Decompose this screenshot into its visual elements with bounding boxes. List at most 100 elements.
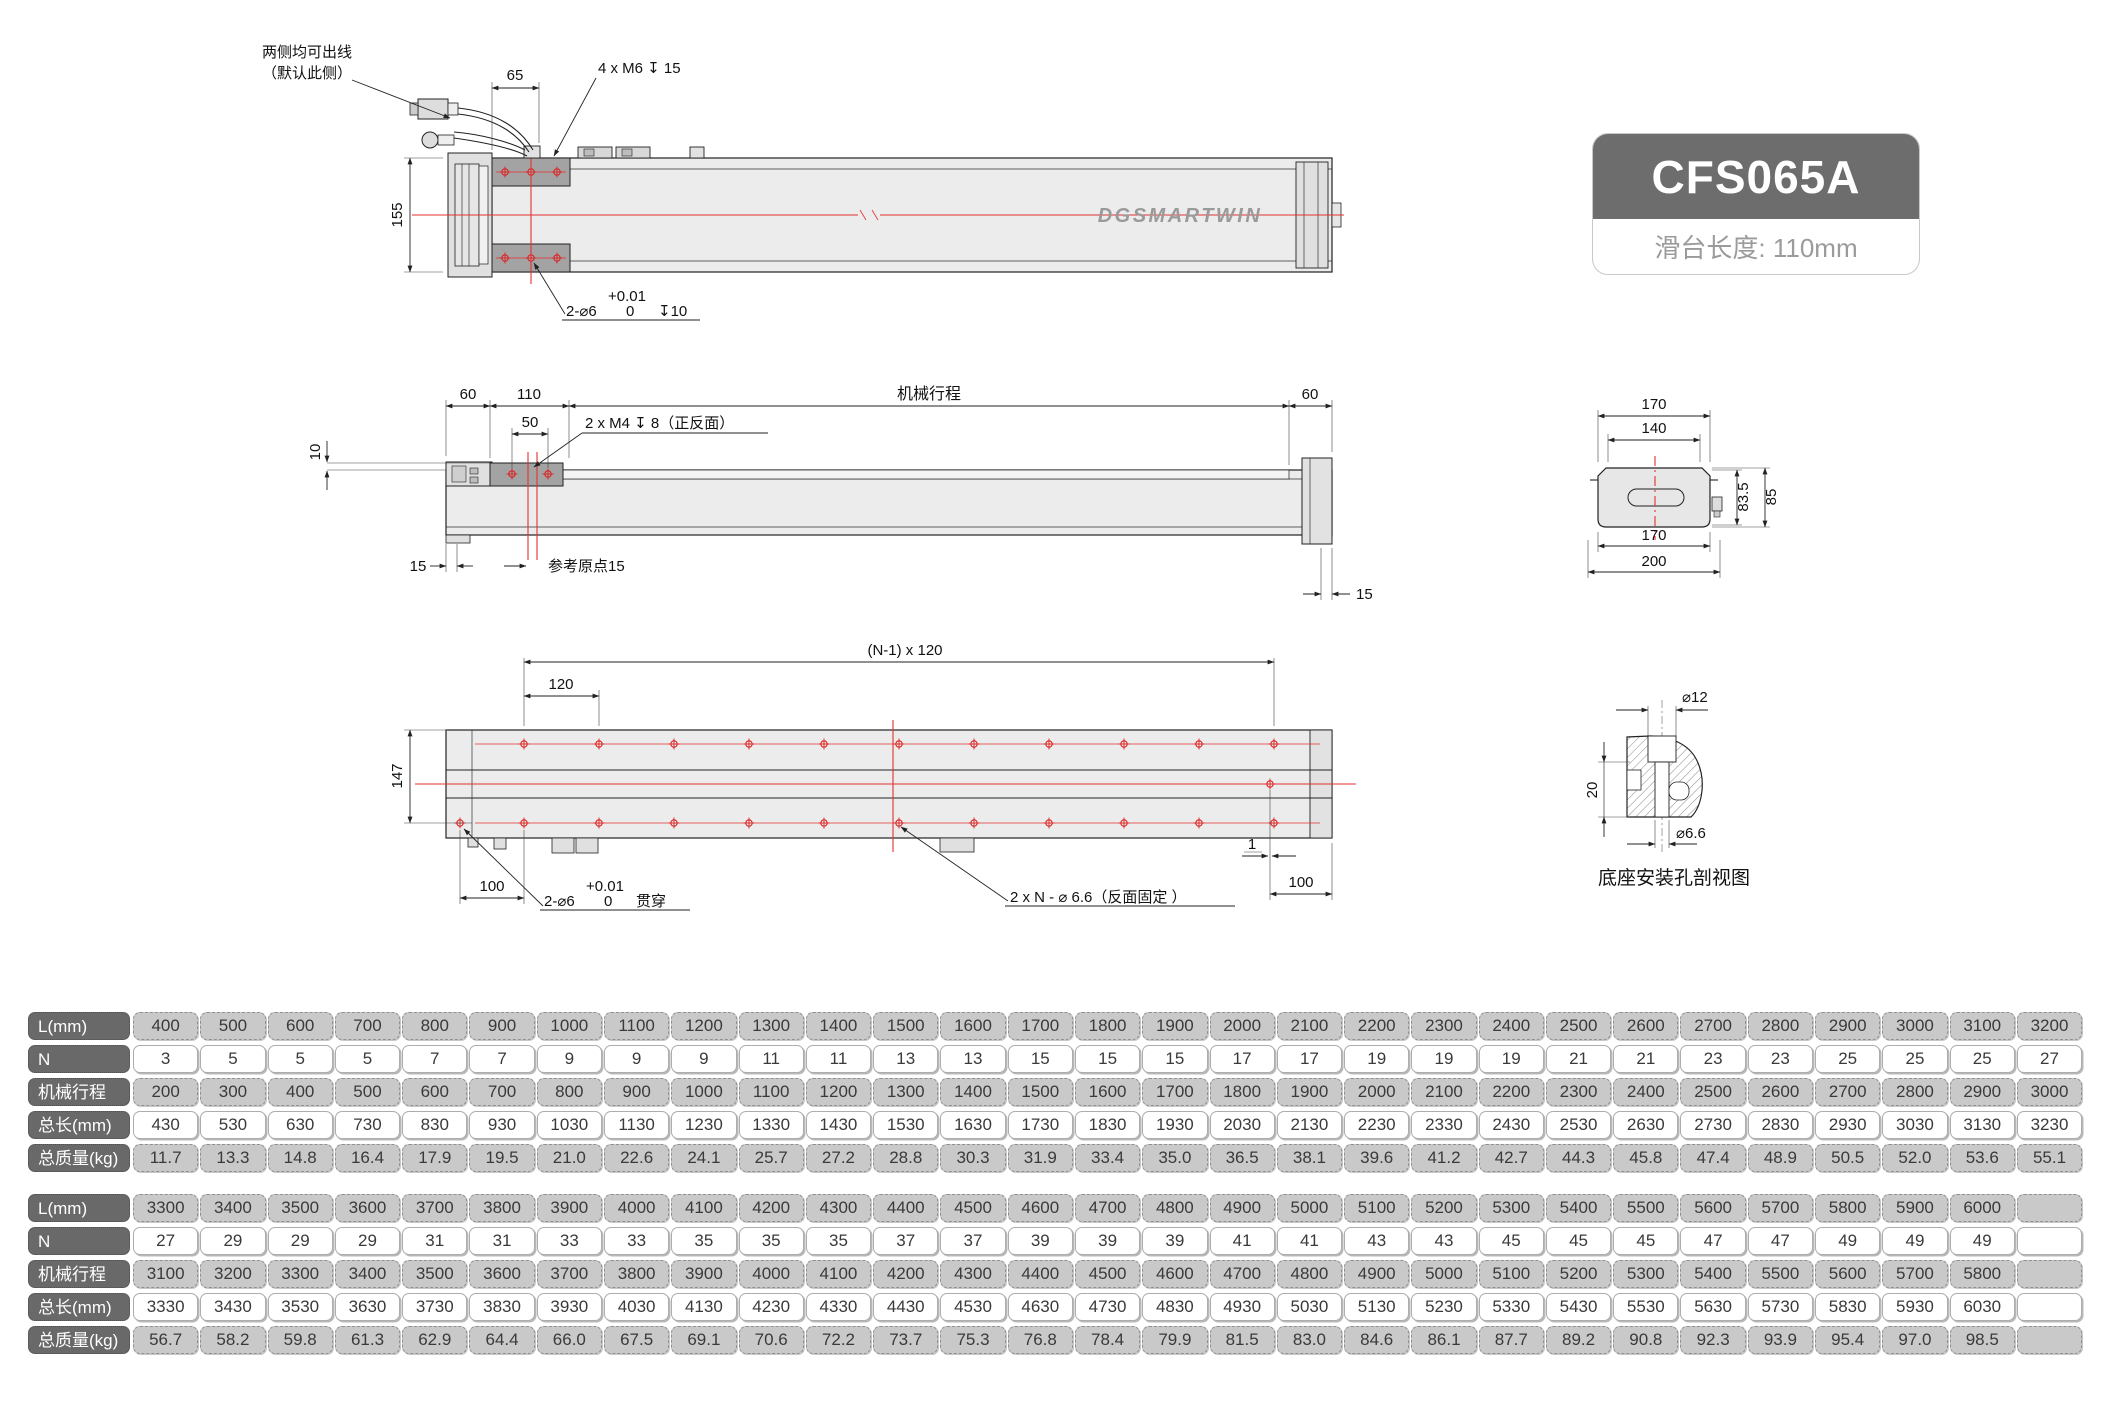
table-cell: 4000 [603,1194,670,1222]
table-cell: 3230 [2016,1111,2083,1139]
table-cell: 17.9 [402,1144,468,1172]
table-cell: 3900 [536,1194,602,1222]
table-cell: 35.0 [1142,1144,1208,1172]
table-row: 机械行程(mm)20030040050060070080090010001100… [28,1078,2083,1130]
dim-83-5: 83.5 [1735,482,1752,511]
table-cell: 5000 [1276,1194,1343,1222]
table-cell: 47 [1680,1227,1746,1255]
table-cell: 3700 [536,1260,602,1288]
table-cell: 300 [200,1078,266,1106]
cross-section-view: 170 140 83.5 85 170 200 [1587,396,1780,578]
table-cell: 2130 [1276,1111,1343,1139]
table-cell: 95.4 [1815,1326,1881,1354]
table-cell: 25 [1815,1045,1881,1073]
table-cell: 400 [133,1012,199,1040]
table-cell: 2230 [1344,1111,1410,1139]
table-cell: 5 [267,1045,333,1073]
table-cell: 5500 [1747,1260,1814,1288]
table-cell: 24.1 [671,1144,737,1172]
table-cell: 2700 [1815,1078,1881,1106]
table-cell: 14.8 [267,1144,333,1172]
table-cell: 28.8 [873,1144,939,1172]
table-cell: 1330 [738,1111,804,1139]
table-cell: 5500 [1613,1194,1679,1222]
table-cell: 2100 [1276,1012,1343,1040]
table-cell: 72.2 [805,1326,872,1354]
table-cell: 5700 [1747,1194,1814,1222]
table-cell: 2300 [1545,1078,1612,1106]
table-cell: 19 [1344,1045,1410,1073]
table-cell: 5000 [1411,1260,1477,1288]
row-header: 总质量(kg) [28,1144,130,1172]
table-cell: 2000 [1344,1078,1410,1106]
table-cell: 31 [469,1227,535,1255]
table-cell: 2900 [1949,1078,2015,1106]
table-cell: 33.4 [1074,1144,1141,1172]
table-cell: 5200 [1411,1194,1477,1222]
table-cell: 4100 [805,1260,872,1288]
table-cell: 9 [536,1045,602,1073]
table-cell: 4630 [1007,1293,1073,1321]
table-cell: 47.4 [1680,1144,1746,1172]
table-cell: 2900 [1815,1012,1881,1040]
thread-note-m6: 4 x M6 ↧ 15 [598,60,681,77]
row-header: L(mm) [28,1194,130,1222]
table-cell: 47 [1747,1227,1814,1255]
table-cell: 3700 [402,1194,468,1222]
stroke-label: 机械行程 [897,385,961,403]
table-cell: 78.4 [1074,1326,1141,1354]
table-cell: 3500 [267,1194,333,1222]
table-cell: 1700 [1142,1078,1208,1106]
base-hole-view: ⌀12 20 ⌀6.6 底座安装孔剖视图 [1584,689,1750,889]
table-cell: 4500 [1074,1260,1141,1288]
pitch-note: (N-1) x 120 [867,642,942,659]
table-cell: 1730 [1007,1111,1073,1139]
table-cell: 69.1 [671,1326,737,1354]
brand-logo: DGSMARTWIN [1098,205,1263,227]
table-cell: 1000 [536,1012,602,1040]
table-cell: 61.3 [334,1326,401,1354]
table-cell: 1100 [603,1012,670,1040]
table-cell: 48.9 [1747,1144,1814,1172]
table-cell: 900 [469,1012,535,1040]
cable-note-line2: （默认此侧） [262,65,352,82]
table-cell: 25.7 [738,1144,804,1172]
table-cell: 45.8 [1613,1144,1679,1172]
table-cell: 62.9 [402,1326,468,1354]
table-cell: 1600 [1074,1078,1141,1106]
table-cell: 98.5 [1949,1326,2015,1354]
table-cell: 3000 [2016,1078,2083,1106]
table-cell: 86.1 [1411,1326,1477,1354]
table-cell: 16.4 [334,1144,401,1172]
table-cell: 3100 [133,1260,199,1288]
table-cell: 44.3 [1545,1144,1612,1172]
table-cell: 5030 [1276,1293,1343,1321]
table-cell: 15 [1007,1045,1073,1073]
product-badge: CFS065A 滑台长度: 110mm [1592,133,1920,275]
table-cell: 2800 [1882,1078,1948,1106]
table-cell: 1530 [873,1111,939,1139]
table-cell [2016,1227,2083,1255]
dim-15-right: 15 [1356,586,1373,603]
table-cell: 35 [738,1227,804,1255]
table-cell: 2600 [1613,1012,1679,1040]
table-cell: 2630 [1613,1111,1679,1139]
table-cell: 83.0 [1276,1326,1343,1354]
table-cell: 2400 [1478,1012,1544,1040]
row-header: 总质量(kg) [28,1326,130,1354]
table-cell: 2530 [1545,1111,1612,1139]
table-cell: 5800 [1949,1260,2015,1288]
table-cell: 19 [1411,1045,1477,1073]
row-header: L(mm) [28,1012,130,1040]
table-cell [2016,1326,2083,1354]
technical-drawing: 两侧均可出线 （默认此侧） 65 4 x M6 ↧ 15 155 2-⌀6 0 … [262,44,1780,911]
table-cell: 27 [133,1227,199,1255]
dim-65: 65 [507,67,524,84]
table-cell: 6030 [1949,1293,2015,1321]
dim-100-right: 100 [1288,874,1313,891]
dim-155: 155 [389,202,406,227]
dim-120: 120 [548,676,573,693]
